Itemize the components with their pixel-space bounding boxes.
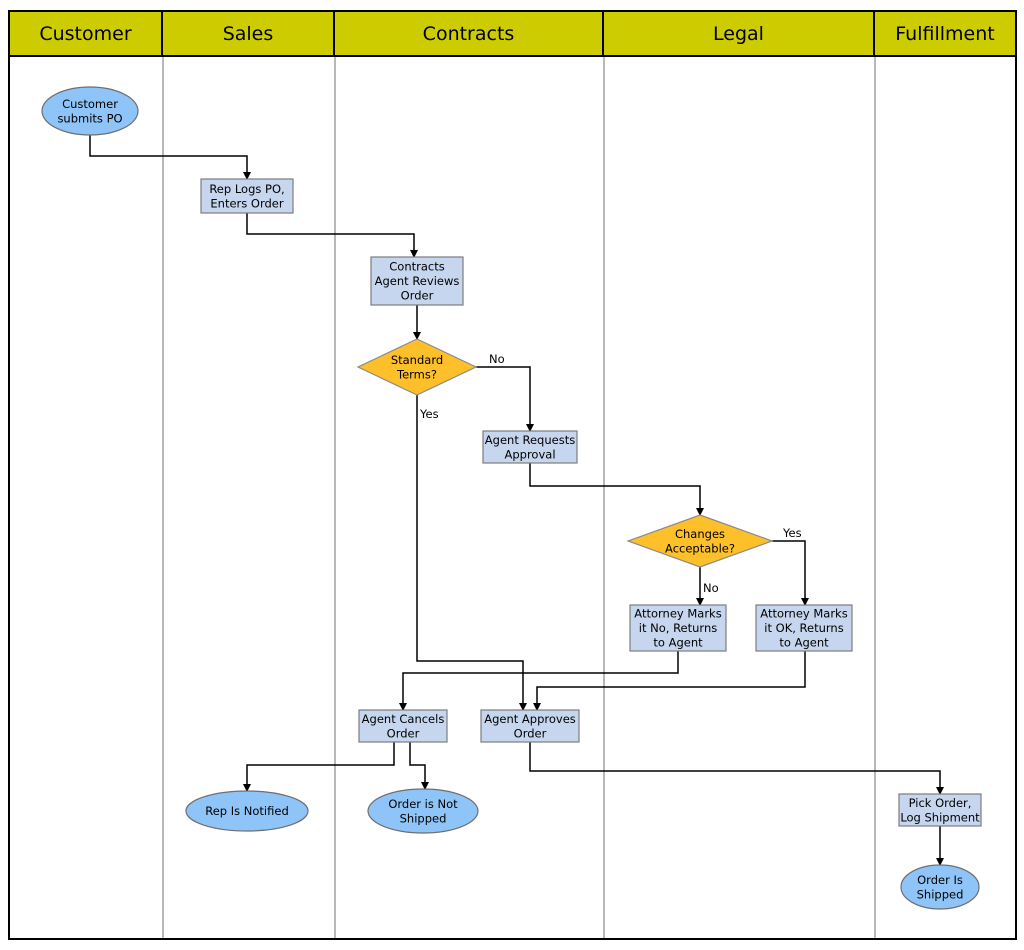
- node-text-line: Acceptable?: [665, 541, 735, 555]
- node-text-line: Customer: [62, 97, 118, 111]
- process-box: [358, 709, 448, 743]
- node-text-line: Shipped: [400, 811, 447, 825]
- node-text-line: Order is Not: [388, 797, 458, 811]
- node-text-line: to Agent: [653, 636, 703, 650]
- lane-label-contracts: Contracts: [422, 22, 515, 45]
- node-text-line: Terms?: [396, 367, 437, 381]
- lane-label-fulfillment: Fulfillment: [895, 22, 995, 45]
- node-text-line: submits PO: [57, 111, 122, 125]
- lane-label-legal: Legal: [713, 22, 764, 45]
- connectors: [89, 135, 944, 866]
- connector-standard-terms-to-agent-approves-order: [416, 395, 527, 711]
- lane-header-contracts: Contracts: [335, 12, 604, 57]
- lane-header-fulfillment: Fulfillment: [875, 12, 1015, 57]
- node-text-line: Approval: [504, 447, 555, 461]
- connector-agent-cancels-order-to-rep-is-notified: [243, 742, 395, 792]
- node-text-line: Attorney Marks: [760, 607, 847, 621]
- node-text-line: Agent Requests: [485, 433, 575, 447]
- node-text-line: Log Shipment: [900, 810, 980, 824]
- node-rep-logs-po[interactable]: Rep Logs PO,Enters Order: [200, 178, 294, 214]
- node-text-line: it No, Returns: [639, 621, 717, 635]
- connector-agent-requests-approval-to-changes-acceptable: [529, 463, 704, 516]
- node-text-line: Enters Order: [210, 196, 283, 210]
- connector-rep-logs-po-to-contracts-agent-reviews: [246, 213, 418, 258]
- lane-divider: [603, 57, 605, 938]
- lane-divider: [162, 57, 164, 938]
- edge-label-yes: Yes: [419, 407, 439, 421]
- node-text-line: Pick Order,: [909, 796, 972, 810]
- lane-header-legal: Legal: [604, 12, 875, 57]
- terminal-ellipse: [900, 864, 980, 910]
- connector-agent-cancels-order-to-order-not-shipped: [409, 742, 429, 790]
- swimlane-frame: Customer Sales Contracts Legal Fulfillme…: [8, 10, 1017, 940]
- node-text-line: Rep Logs PO,: [209, 182, 284, 196]
- connector-standard-terms-to-agent-requests-approval: [476, 366, 534, 432]
- lane-divider: [334, 57, 336, 938]
- node-text-line: it OK, Returns: [764, 621, 843, 635]
- node-text-line: Agent Cancels: [362, 712, 445, 726]
- node-text-line: Attorney Marks: [634, 607, 721, 621]
- connector-attorney-marks-no-to-agent-cancels-order: [399, 651, 679, 711]
- node-text-line: to Agent: [779, 636, 829, 650]
- connector-changes-acceptable-to-attorney-marks-ok: [772, 540, 809, 606]
- terminal-ellipse: [185, 790, 309, 832]
- lane-label-customer: Customer: [39, 22, 132, 45]
- connector-attorney-marks-ok-to-agent-approves-order: [533, 651, 806, 711]
- lane-divider: [874, 57, 876, 938]
- process-box: [370, 256, 464, 306]
- node-text-line: Standard: [391, 353, 443, 367]
- node-text-line: Agent Reviews: [375, 274, 460, 288]
- node-text-line: Changes: [675, 527, 725, 541]
- lane-header-sales: Sales: [163, 12, 335, 57]
- edge-label-no: No: [489, 352, 505, 366]
- node-text-line: Shipped: [917, 887, 964, 901]
- node-text-line: Order: [514, 726, 547, 740]
- decision-diamond: [356, 338, 478, 396]
- node-rep-is-notified[interactable]: Rep Is Notified: [185, 790, 309, 832]
- process-box: [755, 604, 853, 652]
- terminal-ellipse: [41, 86, 139, 136]
- connector-customer-submits-po-to-rep-logs-po: [89, 135, 251, 180]
- node-text-line: Agent Approves: [484, 712, 576, 726]
- node-text-line: Rep Is Notified: [205, 804, 289, 818]
- edge-label-no: No: [703, 581, 719, 595]
- process-box: [200, 178, 294, 214]
- node-text-line: Order: [401, 289, 434, 303]
- lane-label-sales: Sales: [222, 22, 274, 45]
- terminal-ellipse: [367, 788, 479, 834]
- node-text-line: Contracts: [389, 260, 444, 274]
- process-box: [482, 430, 578, 464]
- connector-agent-approves-order-to-pick-order: [529, 742, 944, 795]
- process-box: [480, 709, 580, 743]
- node-text-line: Order Is: [917, 873, 963, 887]
- process-box: [898, 793, 982, 827]
- node-text-line: Order: [387, 726, 420, 740]
- node-pick-order[interactable]: Pick Order,Log Shipment: [898, 793, 982, 827]
- edge-label-yes: Yes: [782, 526, 802, 540]
- process-box: [629, 604, 727, 652]
- decision-diamond: [626, 514, 774, 568]
- lane-header-customer: Customer: [10, 12, 163, 57]
